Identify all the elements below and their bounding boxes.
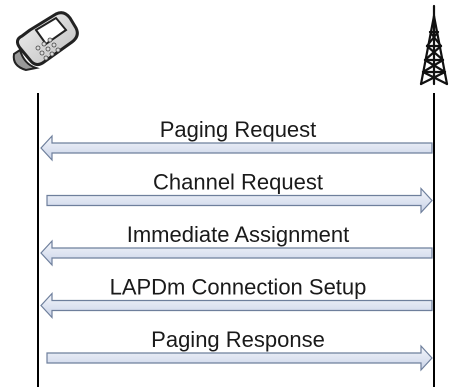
cell-tower-icon [419,4,449,86]
message-arrow [40,291,433,320]
message-5: Paging Response [46,327,433,372]
message-label: Channel Request [153,170,323,195]
message-1: Paging Request [40,117,433,162]
message-arrow [46,344,433,372]
message-arrow [46,186,433,215]
message-4: LAPDm Connection Setup [40,275,433,320]
message-arrow [40,239,433,267]
message-2: Channel Request [46,170,433,215]
message-label: Paging Request [160,117,317,142]
message-label: LAPDm Connection Setup [110,275,367,300]
message-label: Paging Response [151,327,325,352]
message-label: Immediate Assignment [127,222,350,247]
message-3: Immediate Assignment [40,222,433,267]
message-arrow [40,134,433,162]
mobile-phone-icon [12,11,79,72]
